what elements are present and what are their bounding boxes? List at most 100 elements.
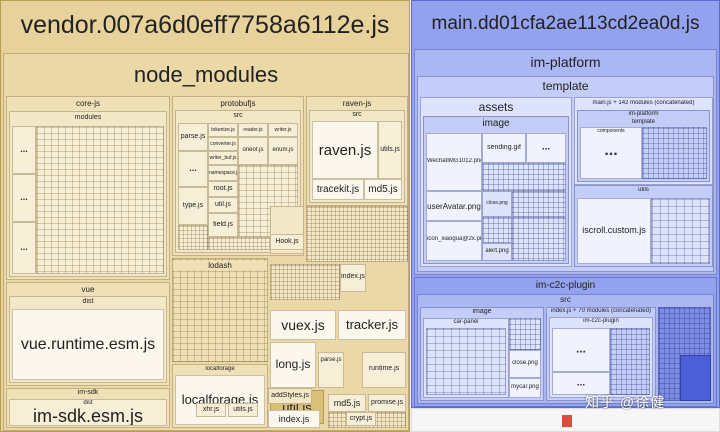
raven-file[interactable]: raven.js [312,121,378,179]
alert-png-file[interactable]: alert.png [482,243,512,261]
assets-grid-2[interactable] [512,191,566,217]
main-concat-module[interactable]: main.js + 142 modules (concatenated) im-… [574,97,713,185]
iscroll-file[interactable]: iscroll.custom.js [577,198,651,264]
vue-folder[interactable]: vue dist vue.runtime.esm.js [6,282,170,386]
vendor-misc-grid-2[interactable] [270,264,340,300]
namespace-file[interactable]: namespace.js [208,165,238,181]
main-chunk[interactable]: main.dd01cfa2ae113cd2ea0d.js im-platform… [411,0,720,408]
core-js-module-cell[interactable]: ... [12,126,36,174]
raven-utils-label: utils.js [380,146,400,153]
close-png-file[interactable]: close.png [482,191,512,217]
alert-png-label: alert.png [485,248,509,254]
core-js-folder[interactable]: core-js modules ... ... ... [6,96,170,280]
root-label: root.js [213,185,233,192]
inner-im-platform-folder[interactable]: im-platform template components ... [577,110,710,182]
type-file[interactable]: type.js [178,187,208,225]
vuex-file[interactable]: vuex.js [270,310,336,340]
wechat-img-file[interactable]: WechatIMG1012.png [426,133,482,191]
car-panel-folder[interactable]: car-panel [423,318,509,398]
vendor-misc-grid[interactable] [306,206,408,262]
raven-utils-file[interactable]: utils.js [378,121,402,179]
assets-folder[interactable]: assets image WechatIMG1012.png sending.g… [420,97,572,267]
c2c-inner-misc-cell-2[interactable]: ... [552,372,610,395]
c2c-concat-module[interactable]: index.js + 70 modules (concatenated) im-… [546,307,656,401]
raven-js-src-folder[interactable]: src raven.js utils.js tracekit.js md5.js [309,110,405,203]
promise-file[interactable]: promise.js [368,394,406,412]
main-chunk-title: main.dd01cfa2ae113cd2ea0d.js [431,13,700,34]
sending-gif-file[interactable]: sending.gif [482,133,526,163]
c2c-concat-label: index.js + 70 modules (concatenated) [551,308,651,314]
reader-file[interactable]: reader.js [238,123,268,137]
index-file[interactable]: index.js [340,264,366,292]
image-folder[interactable]: image WechatIMG1012.png sending.gif ... … [423,116,569,264]
c2c-inner-folder[interactable]: im-c2c-plugin ... ... [549,317,653,398]
writer-buf-file[interactable]: writer_buf.js [208,151,238,165]
im-platform-folder[interactable]: im-platform template assets image Wechat… [414,49,717,275]
converter-file[interactable]: converter.js [208,137,238,151]
protobufjs-misc-cell[interactable]: ... [178,151,208,187]
assets-grid-3[interactable] [512,217,566,261]
index-js-file[interactable]: index.js [268,410,320,428]
tracker-file[interactable]: tracker.js [338,310,406,340]
vue-runtime-file[interactable]: vue.runtime.esm.js [12,309,164,380]
md5-js-file[interactable]: md5.js [328,394,366,412]
long-file[interactable]: long.js [270,342,316,388]
writer-file[interactable]: writer.js [268,123,298,137]
hook-js-file[interactable]: Hook.js [270,234,304,250]
core-js-module-cell[interactable]: ... [12,222,36,274]
add-styles-file[interactable]: addStyles.js [268,388,312,404]
tokenize-file[interactable]: tokenize.js [208,123,238,137]
protobufjs-grid-fine[interactable] [178,225,208,250]
inner-components-grid[interactable] [642,127,707,179]
localforage-folder[interactable]: localforage localforage.js [172,364,268,428]
im-sdk-dist-folder[interactable]: dist im-sdk.esm.js [9,399,167,426]
im-c2c-plugin-folder[interactable]: im-c2c-plugin src image car-panel close.… [414,277,717,407]
c2c-inner-misc-cell[interactable]: ... [552,328,610,372]
assets-grid[interactable] [482,163,566,191]
util-file[interactable]: util.js [208,197,238,213]
crypt-file[interactable]: crypt.js [346,412,376,426]
oneof-file[interactable]: oneof.js [238,137,268,165]
assets-grid-4[interactable] [482,217,512,243]
assets-misc-cell[interactable]: ... [526,133,566,163]
lodash-label: lodash [173,261,267,270]
mycar-file[interactable]: mycar.png [509,378,541,398]
root-file[interactable]: root.js [208,181,238,197]
c2c-close-file[interactable]: close.png [509,350,541,378]
vue-dist-folder[interactable]: dist vue.runtime.esm.js [9,296,167,383]
field-file[interactable]: field.js [208,213,238,237]
raven-js-folder[interactable]: raven-js src raven.js utils.js tracekit.… [306,96,408,206]
xhr-file[interactable]: xhr.js [196,403,226,417]
im-sdk-folder[interactable]: im-sdk dist im-sdk.esm.js [6,388,170,428]
inner-components-folder[interactable]: components ... [580,127,642,179]
icon-xiaogua-file[interactable]: icon_xiaogua@2x.png [426,221,482,261]
raven-md5-file[interactable]: md5.js [364,179,402,200]
parse-file[interactable]: parse.js [178,123,208,151]
template-folder[interactable]: template assets image WechatIMG1012.png … [417,76,714,272]
utils-file[interactable]: utils.js [228,403,258,417]
c2c-src-folder[interactable]: src image car-panel close.png mycar.png … [417,294,714,404]
vendor-chunk[interactable]: vendor.007a6d0eff7758a6112e.js node_modu… [0,0,410,432]
core-js-modules-folder[interactable]: modules ... ... ... [9,111,167,277]
vue-dist-label: dist [82,298,94,305]
localforage-file[interactable]: localforage.js [175,375,265,425]
lodash-folder[interactable]: lodash [172,258,268,362]
c2c-image-folder[interactable]: image car-panel close.png mycar.png [420,307,544,401]
c2c-inner-grid[interactable] [610,328,650,395]
tracekit-file[interactable]: tracekit.js [312,179,364,200]
c2c-image-grid[interactable] [509,318,541,350]
core-js-modules-label: modules [74,114,102,121]
car-panel-grid[interactable] [426,328,506,395]
assets-label: assets [478,100,514,114]
parse-js-file[interactable]: parse.js [318,352,344,388]
hook-label: Hook.js [275,238,299,245]
core-js-module-grid[interactable] [36,126,164,274]
core-js-module-cell[interactable]: ... [12,174,36,222]
utils-grid[interactable] [651,198,710,264]
runtime-file[interactable]: runtime.js [362,352,406,388]
inner-utils-folder[interactable]: utils iscroll.custom.js [574,185,713,267]
enum-file[interactable]: enum.js [268,137,298,165]
user-avatar-file[interactable]: userAvatar.png [426,191,482,221]
c2c-misc-dark[interactable] [680,355,711,401]
node-modules-folder[interactable]: node_modules core-js modules ... ... ...… [3,53,409,431]
